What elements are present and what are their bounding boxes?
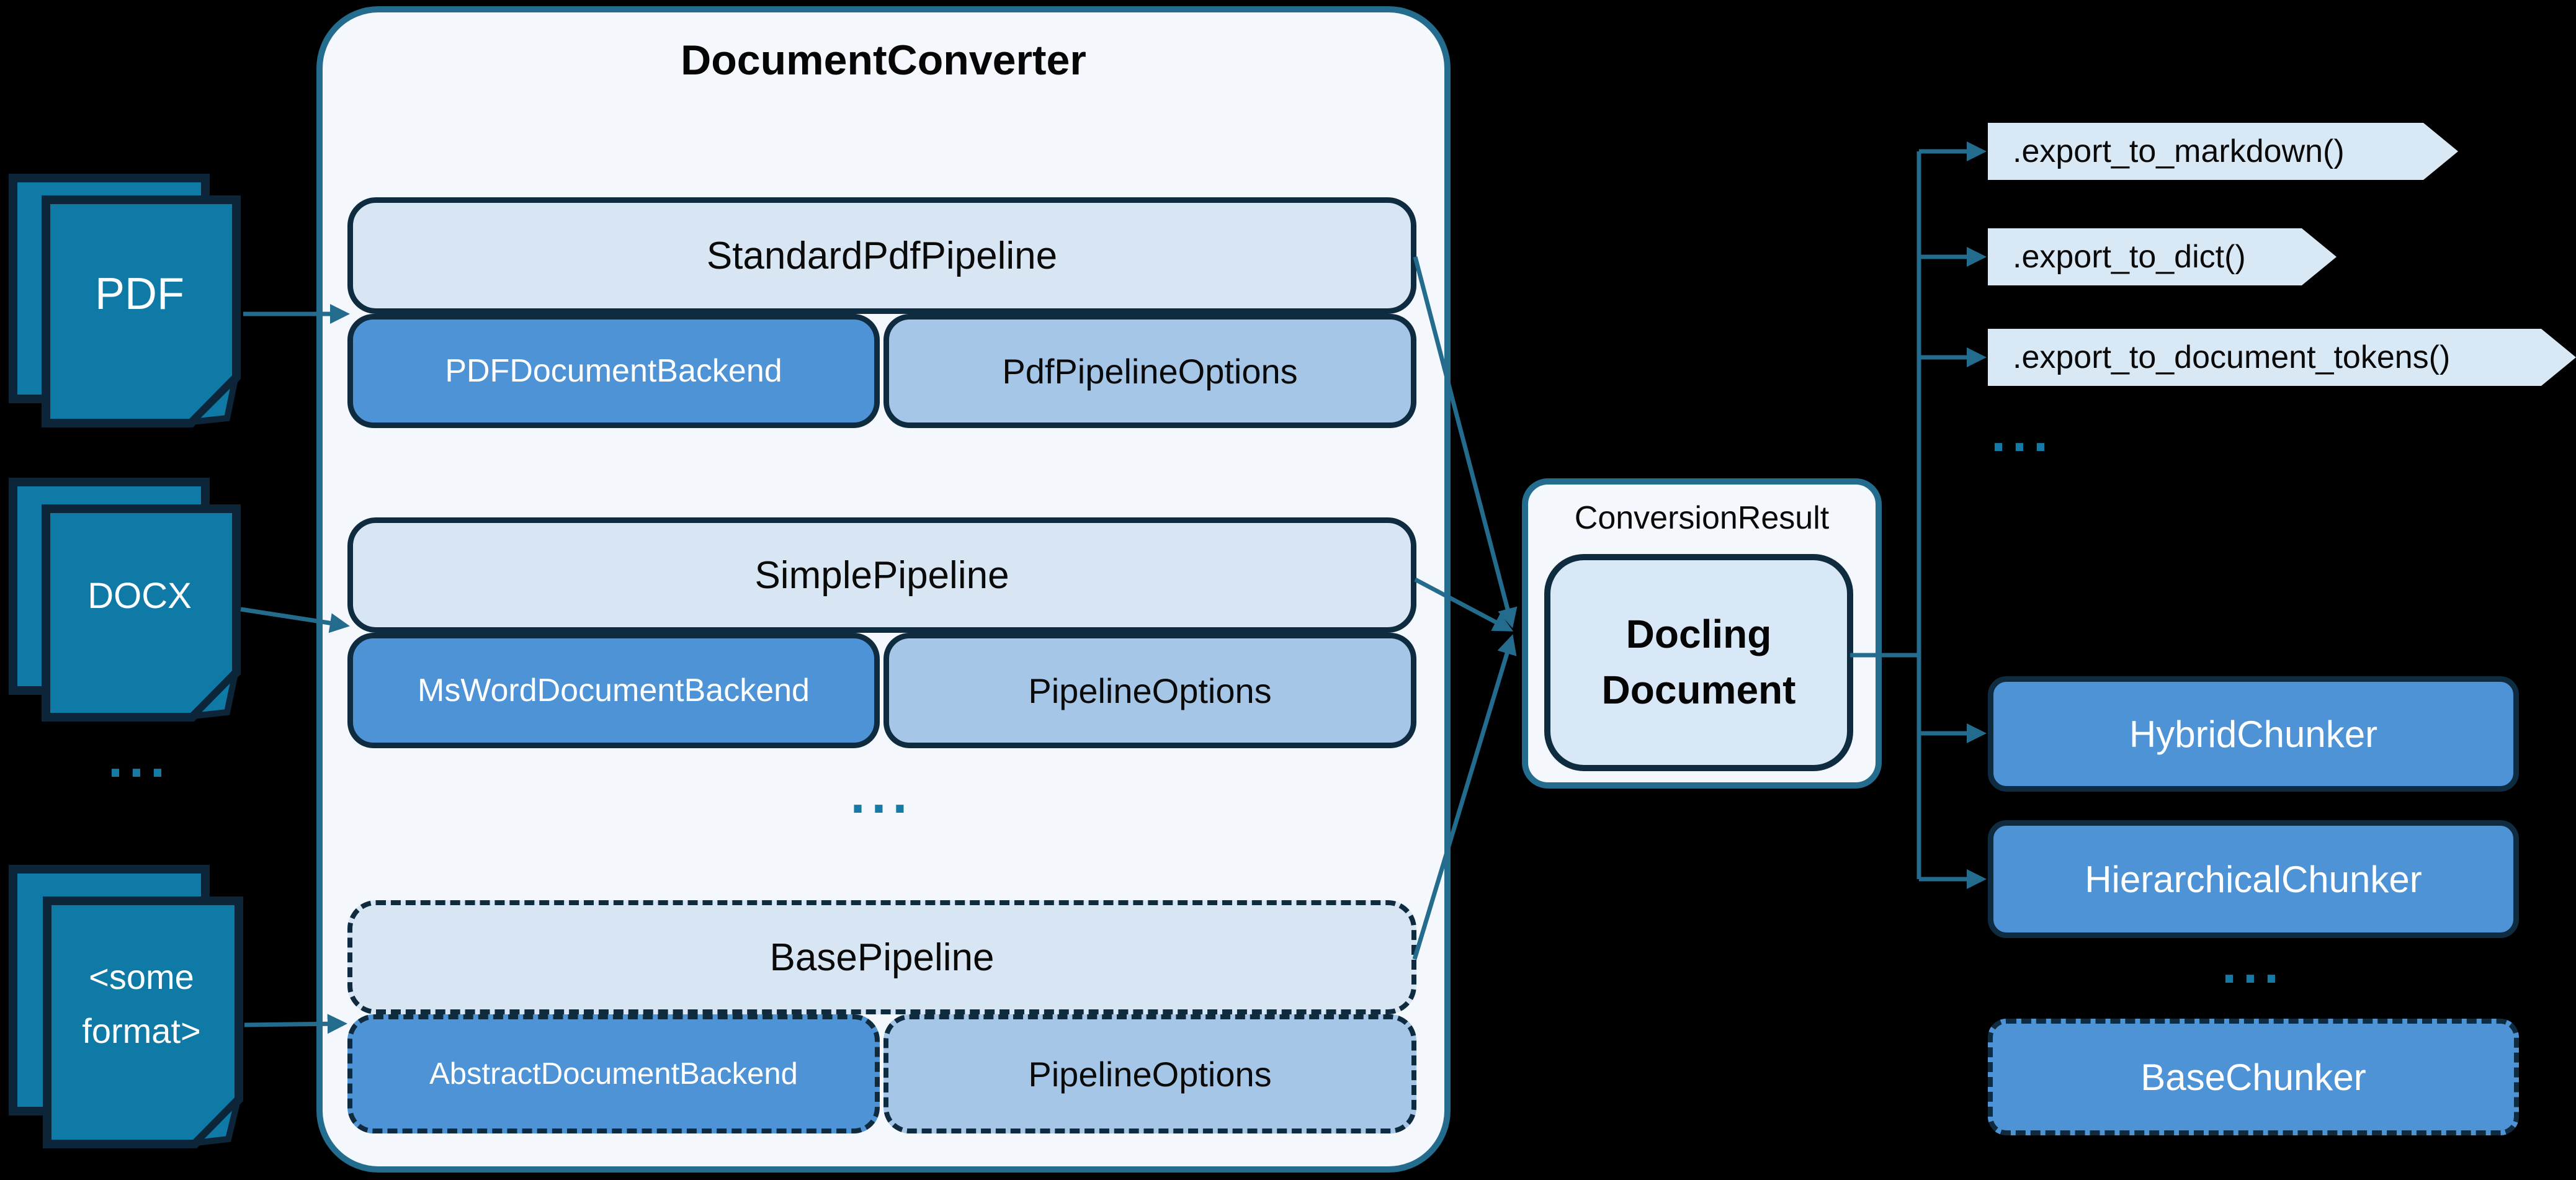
backend-box-msword: MsWordDocumentBackend: [347, 633, 880, 748]
pipeline-box-standardpdf: StandardPdfPipeline: [347, 197, 1416, 314]
conversion-result-box: ConversionResult Docling Document: [1522, 478, 1882, 789]
options-box-base-pipeline: PipelineOptions: [883, 1014, 1416, 1133]
pdf-label: PDF: [95, 269, 184, 319]
export-to-markdown-label: .export_to_markdown(): [2013, 133, 2345, 169]
conversion-result-label: ConversionResult: [1574, 500, 1830, 536]
options-box-pdfpipeline: PdfPipelineOptions: [883, 314, 1416, 428]
options-box-pipeline: PipelineOptions: [883, 633, 1416, 748]
export-to-markdown-flag: .export_to_markdown(): [1988, 123, 2458, 180]
document-converter-title: DocumentConverter: [681, 37, 1086, 84]
export-to-document-tokens-label: .export_to_document_tokens(): [2013, 339, 2451, 375]
backend-box-pdfdocument: PDFDocumentBackend: [347, 314, 880, 428]
export-to-document-tokens-flag: .export_to_document_tokens(): [1988, 329, 2576, 386]
generic-format-label: <some format>: [82, 957, 201, 1050]
inputs-ellipsis: ...: [108, 729, 171, 789]
docx-label: DOCX: [87, 575, 192, 616]
stacked-documents-glyph: [9, 174, 241, 427]
stacked-documents-glyph: [9, 478, 241, 722]
hybrid-chunker-box: HybridChunker: [1988, 676, 2519, 792]
pipeline-box-base: BasePipeline: [347, 900, 1416, 1014]
export-to-dict-flag: .export_to_dict(): [1988, 228, 2337, 285]
backend-box-abstract: AbstractDocumentBackend: [347, 1014, 880, 1133]
exports-ellipsis: ...: [1991, 403, 2054, 463]
generic-format-documents-icon: <some format>: [7, 864, 244, 1150]
docx-documents-icon: DOCX: [7, 476, 242, 722]
pdf-documents-icon: PDF: [7, 172, 242, 428]
hierarchical-chunker-box: HierarchicalChunker: [1988, 820, 2519, 938]
pipeline-box-simple: SimplePipeline: [347, 517, 1416, 633]
chunkers-ellipsis: ...: [2222, 935, 2285, 995]
stacked-documents-glyph: [9, 865, 244, 1148]
docling-document-label: Docling Document: [1601, 612, 1796, 712]
export-to-dict-label: .export_to_dict(): [2013, 239, 2246, 275]
base-chunker-box: BaseChunker: [1988, 1019, 2519, 1135]
pipelines-ellipsis: ...: [850, 765, 914, 825]
docling-document-box: Docling Document: [1544, 554, 1853, 771]
